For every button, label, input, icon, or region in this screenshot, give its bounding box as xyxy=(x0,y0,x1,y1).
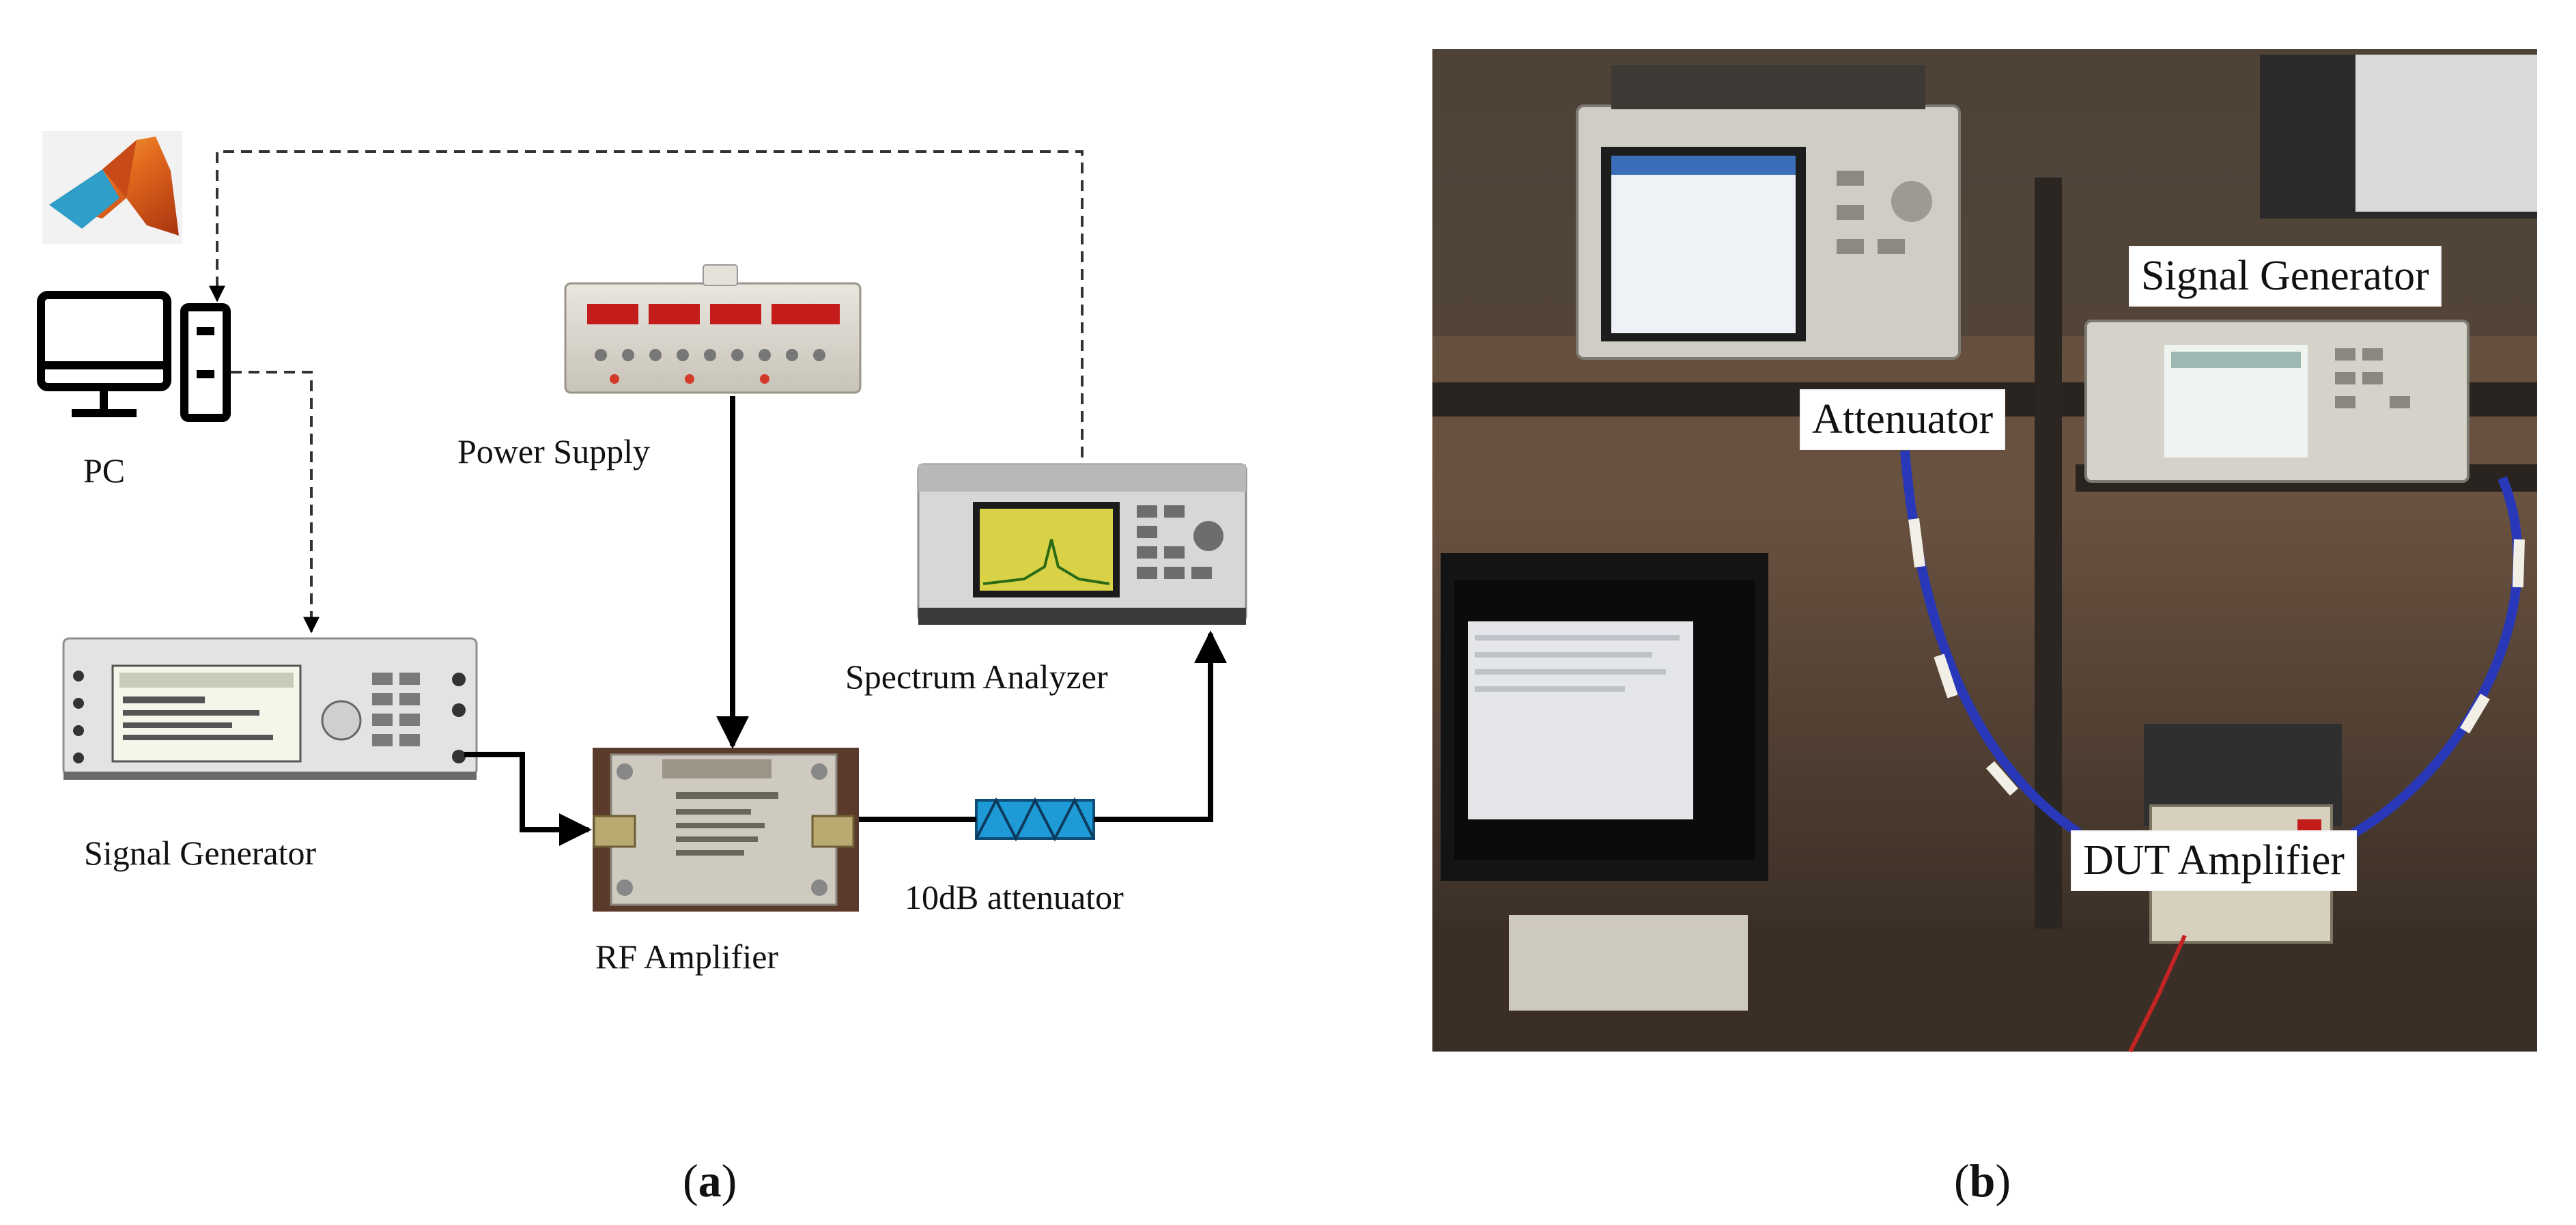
oscilloscope-photo xyxy=(1576,65,1961,360)
panel-b-photo xyxy=(1432,49,2537,1053)
signal-generator-instrument xyxy=(62,637,478,780)
photo-tag-signal-generator: Signal Generator xyxy=(2130,247,2440,306)
photo-tag-dut-amplifier: DUT Amplifier xyxy=(2072,832,2355,890)
signal-generator-label: Signal Generator xyxy=(84,834,317,872)
attenuator-label: 10dB attenuator xyxy=(905,878,1124,916)
attenuator-symbol xyxy=(975,797,1095,842)
caption-a: (a) xyxy=(683,1155,737,1207)
caption-b: (b) xyxy=(1954,1155,2011,1207)
power-supply-label: Power Supply xyxy=(457,432,650,470)
connection-lines xyxy=(209,150,1227,846)
rf-amplifier-label: RF Amplifier xyxy=(595,938,779,976)
matlab-logo-icon xyxy=(42,131,182,244)
spectrum-analyzer-instrument xyxy=(917,463,1247,625)
spectrum-analyzer-label: Spectrum Analyzer xyxy=(845,658,1108,696)
caption-b-letter: b xyxy=(1969,1155,1996,1207)
photo-cable-left xyxy=(1900,450,2082,837)
photo-monitor xyxy=(1441,553,1768,1011)
photo-cable-right xyxy=(2339,476,2523,845)
photo-tag-attenuator: Attenuator xyxy=(1801,391,2005,449)
panel-a-diagram xyxy=(37,131,1247,912)
rf-amplifier-photo xyxy=(593,748,859,912)
power-supply-instrument xyxy=(564,264,862,394)
caption-a-letter: a xyxy=(698,1155,722,1207)
photo-signal-generator xyxy=(2084,320,2469,483)
pc-label: PC xyxy=(83,451,126,490)
pc-icon xyxy=(37,291,231,422)
